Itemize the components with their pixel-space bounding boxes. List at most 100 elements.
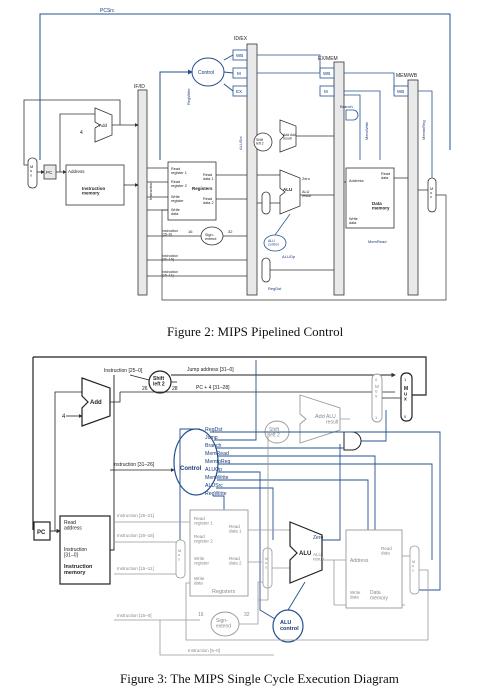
id-ex-m: M bbox=[237, 71, 241, 76]
mem-wb-label: MEM/WB bbox=[396, 73, 418, 79]
registers-label: Registers bbox=[212, 589, 235, 595]
id-ex-label: ID/EX bbox=[234, 36, 248, 42]
alu-label: ALU bbox=[299, 551, 311, 557]
control-signal-alusrc: ALUSrc bbox=[205, 483, 223, 489]
ex-mem-register bbox=[333, 61, 345, 296]
pipeline-alu bbox=[279, 169, 301, 215]
n16-label: 16 bbox=[198, 612, 204, 618]
instr-31-26-label: Instruction [31–26] bbox=[113, 462, 155, 468]
dmem-address: Address bbox=[350, 558, 369, 564]
pipeline-pc-label: PC bbox=[46, 170, 53, 175]
pipeline-alusrc-mux bbox=[261, 191, 271, 215]
n28-label: 28 bbox=[172, 386, 178, 392]
pipeline-imem-label: Instruction memory bbox=[82, 186, 107, 196]
pipeline-regdst-mux bbox=[261, 257, 271, 283]
pipeline-data-memory bbox=[345, 167, 395, 229]
if-id-label: IF/ID bbox=[134, 84, 145, 90]
control-signal-regwrite: RegWrite bbox=[205, 491, 227, 497]
pipeline-instr-15-0: Instruction[15–0] bbox=[162, 229, 178, 237]
control-signal-branch: Branch bbox=[205, 443, 222, 449]
pc-label: PC bbox=[37, 530, 46, 536]
jump-address-label: Jump address [31–0] bbox=[187, 367, 234, 373]
ex-mem-label: EX/MEM bbox=[318, 56, 338, 62]
data-memory bbox=[345, 529, 403, 609]
pipeline-address-label: Address bbox=[68, 169, 85, 174]
memwrite-label: MemWrite bbox=[364, 121, 369, 140]
pipeline-dmem-address: Address bbox=[349, 178, 364, 183]
control-signal-regdst: RegDst bbox=[205, 427, 223, 433]
branch-add-label: Add bbox=[315, 414, 325, 420]
pipeline-memread-label: MemRead bbox=[368, 239, 386, 244]
branch-label: Branch bbox=[340, 104, 353, 109]
pipeline-branch-adder bbox=[279, 119, 297, 153]
register-file bbox=[189, 509, 249, 597]
pipeline-shift-left bbox=[253, 132, 273, 152]
jump-mux bbox=[400, 372, 413, 422]
regwrite-label: RegWrite bbox=[186, 88, 191, 105]
pipeline-four: 4 bbox=[80, 130, 83, 136]
pc-mux bbox=[27, 157, 38, 189]
control-signal-jump: Jump bbox=[205, 435, 218, 441]
pipeline-registers-label: Registers bbox=[192, 186, 213, 191]
pipeline-instr-20-16: Instruction[20–16] bbox=[162, 254, 178, 262]
control-label: Control bbox=[180, 466, 202, 472]
instr-31-0-label: Instruction[31–0] bbox=[64, 547, 87, 558]
pcsrc-label: PCSrc bbox=[100, 8, 115, 14]
pipeline-aluop-label: ALUOp bbox=[282, 254, 296, 259]
pipeline-add-label: Add bbox=[99, 123, 108, 128]
id-ex-register bbox=[246, 43, 258, 296]
pipeline-instruction-memory bbox=[65, 164, 125, 206]
instr-25-0-label: Instruction [25–0] bbox=[104, 368, 143, 374]
pipeline-n32: 32 bbox=[228, 229, 233, 234]
control-signal-memwrite: MemWrite bbox=[205, 475, 229, 481]
pipeline-register-file bbox=[167, 161, 217, 221]
ex-mem-wb: WB bbox=[323, 71, 330, 76]
pipeline-alusrc-label: ALUSrc bbox=[238, 136, 243, 150]
branch-mux-0: 0 bbox=[375, 377, 378, 382]
n26-label: 26 bbox=[142, 386, 148, 392]
jump-shift-left-2 bbox=[148, 370, 172, 394]
pipeline-control-label: Control bbox=[198, 70, 214, 76]
id-ex-wb: WB bbox=[236, 53, 243, 58]
control-signal-memtoreg: MemtoReg bbox=[205, 459, 230, 465]
pipeline-pc-adder bbox=[94, 107, 113, 143]
pc4-label: PC + 4 [31–28] bbox=[196, 385, 230, 391]
pc-adder-label: Add bbox=[90, 400, 102, 406]
main-alu bbox=[289, 521, 323, 584]
figure-3-caption: Figure 3: The MIPS Single Cycle Executio… bbox=[120, 671, 399, 686]
instr-5-0-label: Instruction [5–0] bbox=[188, 648, 220, 653]
pipeline-instr-15-11: Instruction[15–11] bbox=[162, 270, 178, 278]
figure-2-pipelined-control: PCSrc IF/ID ID/EX EX/MEM MEM/WB WB M EX … bbox=[23, 8, 451, 301]
instr-25-21-label: Instruction [25–21] bbox=[117, 513, 154, 518]
sign-extend-label: Sign-extend bbox=[216, 618, 231, 629]
